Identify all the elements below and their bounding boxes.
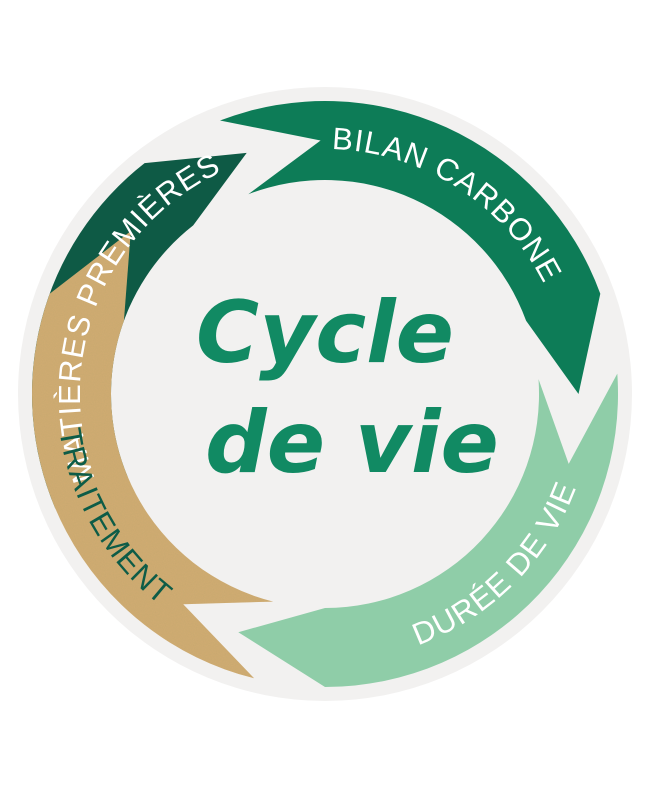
segment-traitement	[32, 231, 274, 679]
segment-duree-de-vie	[238, 373, 619, 687]
center-title-line2: de vie	[205, 393, 499, 493]
segment-bilan-carbone	[220, 101, 601, 395]
center-disc	[117, 186, 533, 602]
center-title-line1: Cycle	[196, 283, 454, 383]
